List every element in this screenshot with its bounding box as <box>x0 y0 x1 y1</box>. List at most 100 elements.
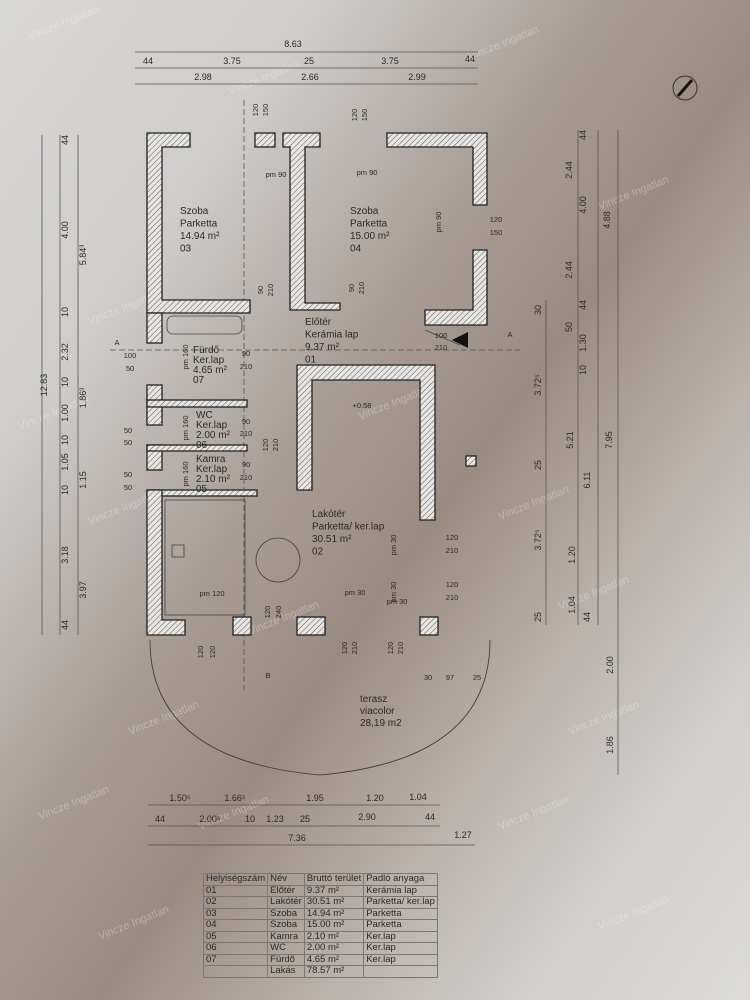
table-cell: Lakás <box>267 965 305 978</box>
plan-annotation: 240 <box>274 606 283 619</box>
room-name: Előtér <box>305 317 332 328</box>
room-number: 04 <box>350 244 362 255</box>
dimension-bottom: 7.36 <box>288 833 306 843</box>
room-area: 15.00 m² <box>350 231 390 242</box>
room-number: 02 <box>312 547 324 558</box>
watermark-text: Vincze Ingatlan <box>497 484 571 523</box>
plan-annotation: pm 160 <box>181 461 190 486</box>
dimension-lines <box>41 51 619 846</box>
fixtures <box>149 315 491 776</box>
plan-annotation: pm 120 <box>199 589 224 598</box>
table-cell: Ker.lap <box>363 930 438 943</box>
table-cell: 15.00 m² <box>303 919 365 932</box>
watermark-text: Vincze Ingatlan <box>27 4 101 43</box>
table-cell: 2.10 m² <box>303 930 365 943</box>
dimension-left: 1.86³ <box>78 388 88 409</box>
watermark-text: Vincze Ingatlan <box>467 24 541 63</box>
table-cell: Parketta <box>363 919 438 932</box>
dimension-right: 44 <box>582 612 592 622</box>
plan-annotation: pm 90 <box>357 168 378 177</box>
plan-annotation: 90 <box>347 284 356 292</box>
plan-annotation: 120 <box>251 104 260 117</box>
dimension-left: 1.15 <box>78 471 88 489</box>
table-cell: Parketta <box>363 907 438 920</box>
dimension-right: 4.88 <box>602 211 612 229</box>
plan-annotation: 210 <box>240 429 253 438</box>
plan-annotation: 120 <box>490 215 503 224</box>
dimension-bottom: 1.04 <box>409 792 427 802</box>
plan-annotation: 120 <box>263 606 272 619</box>
room-name: WC <box>196 410 213 421</box>
terrace-label: terasz viacolor 28,19 m2 <box>360 694 402 729</box>
room-number: 05 <box>196 484 208 495</box>
terrace-floor: viacolor <box>360 706 395 717</box>
dimension-bottom: 2.00⁵ <box>199 814 221 824</box>
plan-annotation: A <box>507 330 512 339</box>
dimension-bottom: 1.20 <box>366 793 384 803</box>
plan-annotation: 120 <box>196 646 205 659</box>
table-cell: Lakótér <box>267 896 305 909</box>
plan-annotation: pm 30 <box>389 535 398 556</box>
plan-annotation: 120 <box>340 642 349 655</box>
room-area: 14.94 m² <box>180 231 220 242</box>
entrance-arrow-icon <box>452 332 468 348</box>
dimension-bottom: 10 <box>245 814 255 824</box>
plan-annotation: 120 <box>386 642 395 655</box>
dimension-bottom: 1.27 <box>454 830 472 840</box>
north-arrow-icon <box>672 75 698 101</box>
room-area: 2.10 m² <box>196 474 231 485</box>
dimension-right: 3.72⁵ <box>533 374 543 396</box>
dimension-right: 7.95 <box>604 431 614 449</box>
plan-annotation: 210 <box>271 439 280 452</box>
room-floor: Parketta <box>180 219 218 230</box>
dimension-left: 1.00 <box>60 404 70 422</box>
dimension-right: 1.86 <box>605 736 615 754</box>
table-cell: Ker.lap <box>363 942 438 955</box>
room-area: 4.65 m² <box>193 365 228 376</box>
table-cell: Ker.lap <box>363 953 438 966</box>
plan-annotation: 25 <box>473 673 481 682</box>
table-cell: Parketta/ ker.lap <box>363 896 438 909</box>
plan-annotation: A <box>114 338 119 347</box>
plan-annotation: 90 <box>242 417 250 426</box>
room-name: Szoba <box>180 206 209 217</box>
room-floor: Parketta <box>350 219 388 230</box>
plan-annotation: 50 <box>124 470 132 479</box>
room-floor: Parketta/ ker.lap <box>312 522 385 533</box>
dimension-left: 44 <box>60 135 70 145</box>
dimension-right: 44 <box>578 130 588 140</box>
room-floor: Ker.lap <box>196 464 228 475</box>
dimension-left: 10 <box>60 435 70 445</box>
plan-annotation: 90 <box>242 460 250 469</box>
plan-annotation: pm 90 <box>434 212 443 233</box>
plan-annotation: 150 <box>261 104 270 117</box>
watermark-text: Vincze Ingatlan <box>97 904 171 943</box>
dimension-left: 3.97 <box>78 581 88 599</box>
plan-annotation: 210 <box>266 284 275 297</box>
dimension-left: 5.84³ <box>78 245 88 266</box>
table-cell: 07 <box>202 953 269 966</box>
dimension-bottom: 1.50⁵ <box>169 793 191 803</box>
table-cell <box>202 965 269 978</box>
dimension-right: 3.72⁵ <box>533 529 543 551</box>
plan-annotation: 120 <box>446 580 459 589</box>
dimension-right: 25 <box>533 460 543 470</box>
plan-annotation: 120 <box>208 646 217 659</box>
plan-annotation: 210 <box>446 593 459 602</box>
watermark-text: Vincze Ingatlan <box>37 784 111 823</box>
dimension-bottom: 44 <box>425 812 435 822</box>
table-cell: 02 <box>202 896 269 909</box>
room-floor: Ker.lap <box>193 355 225 366</box>
plan-annotation: 210 <box>357 282 366 295</box>
plan-annotation: 90 <box>242 349 250 358</box>
room-name: Szoba <box>350 206 379 217</box>
dimension-left: 2.32 <box>60 343 70 361</box>
room-name: Kamra <box>196 454 226 465</box>
table-cell: Fürdő <box>267 953 305 966</box>
